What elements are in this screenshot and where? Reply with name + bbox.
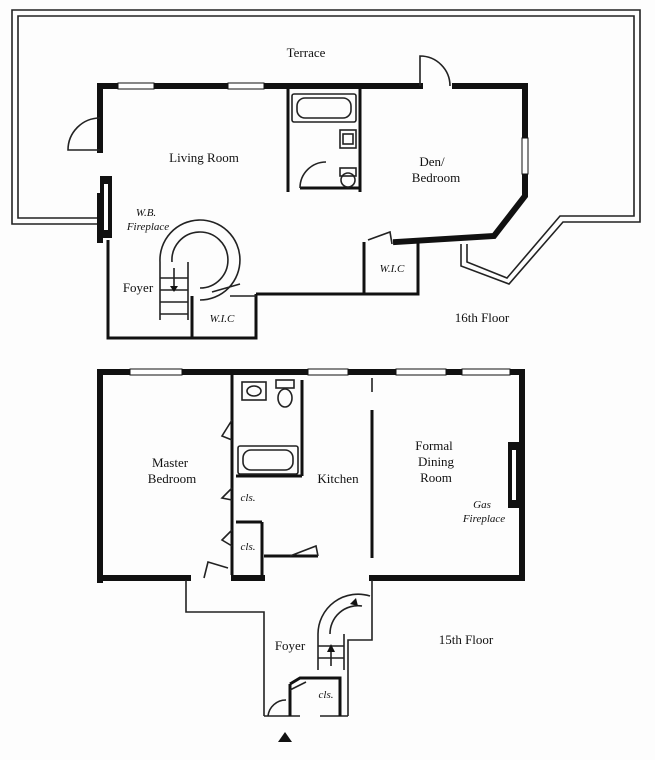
den-label-line1: Den/ bbox=[419, 154, 445, 169]
door-swing bbox=[289, 544, 319, 557]
window bbox=[521, 137, 529, 175]
spiral-staircase-15 bbox=[317, 593, 371, 670]
wic-right-label: W.I.C bbox=[380, 263, 405, 275]
toilet-15 bbox=[275, 379, 295, 408]
master-label-line1: Master bbox=[152, 455, 189, 470]
sink-16 bbox=[339, 129, 357, 149]
door-swing bbox=[220, 419, 233, 441]
wic-left-label: W.I.C bbox=[210, 313, 235, 325]
foyer-15-label: Foyer bbox=[275, 638, 306, 653]
cls-lower-label: cls. bbox=[241, 541, 256, 553]
floor-16-walls bbox=[97, 83, 528, 340]
floor-15-walls bbox=[97, 369, 525, 717]
den-label-line2: Bedroom bbox=[412, 170, 460, 185]
spiral-staircase-16 bbox=[159, 219, 241, 320]
kitchen-label: Kitchen bbox=[317, 471, 359, 486]
floor-15-label: 15th Floor bbox=[439, 632, 494, 647]
terrace-outline bbox=[11, 9, 641, 285]
bathtub-16 bbox=[291, 93, 357, 123]
bathtub-15 bbox=[237, 445, 299, 475]
cls-upper-label: cls. bbox=[241, 492, 256, 504]
door-swing bbox=[267, 699, 287, 717]
master-label-line2: Bedroom bbox=[148, 471, 196, 486]
door-swing bbox=[220, 529, 233, 547]
sink-15 bbox=[241, 381, 267, 401]
door-swing bbox=[419, 55, 451, 87]
door-swing bbox=[67, 117, 101, 151]
door-swing bbox=[211, 283, 241, 293]
wb-fireplace-label-line1: W.B. bbox=[136, 207, 156, 219]
door-swing bbox=[289, 681, 307, 691]
door-swing bbox=[299, 161, 327, 189]
entry-arrow-icon bbox=[278, 732, 292, 742]
dining-label-line2: Dining bbox=[418, 454, 455, 469]
toilet-16 bbox=[339, 167, 357, 188]
floor-16-plan: Terrace Living Room Den/ Bedroom W.B. Fi… bbox=[11, 9, 641, 340]
wb-fireplace-label-line2: Fireplace bbox=[126, 221, 169, 233]
gas-fireplace-label-line2: Fireplace bbox=[462, 513, 505, 525]
cls-foyer-label: cls. bbox=[319, 689, 334, 701]
window bbox=[129, 368, 183, 376]
window bbox=[461, 368, 511, 376]
window bbox=[227, 82, 265, 90]
foyer-16-label: Foyer bbox=[123, 280, 154, 295]
floor-15-plan: Master Bedroom Kitchen Formal Dining Roo… bbox=[97, 368, 525, 742]
terrace-label: Terrace bbox=[287, 45, 326, 60]
window bbox=[307, 368, 349, 376]
window bbox=[117, 82, 155, 90]
door-swing bbox=[220, 487, 233, 501]
dining-label-line3: Room bbox=[420, 470, 452, 485]
door-swing bbox=[203, 560, 229, 579]
gas-fireplace-label-line1: Gas bbox=[473, 499, 491, 511]
dining-label-line1: Formal bbox=[415, 438, 453, 453]
window bbox=[395, 368, 447, 376]
floor-16-label: 16th Floor bbox=[455, 310, 510, 325]
door-swing bbox=[367, 230, 393, 245]
living-room-label: Living Room bbox=[169, 150, 239, 165]
